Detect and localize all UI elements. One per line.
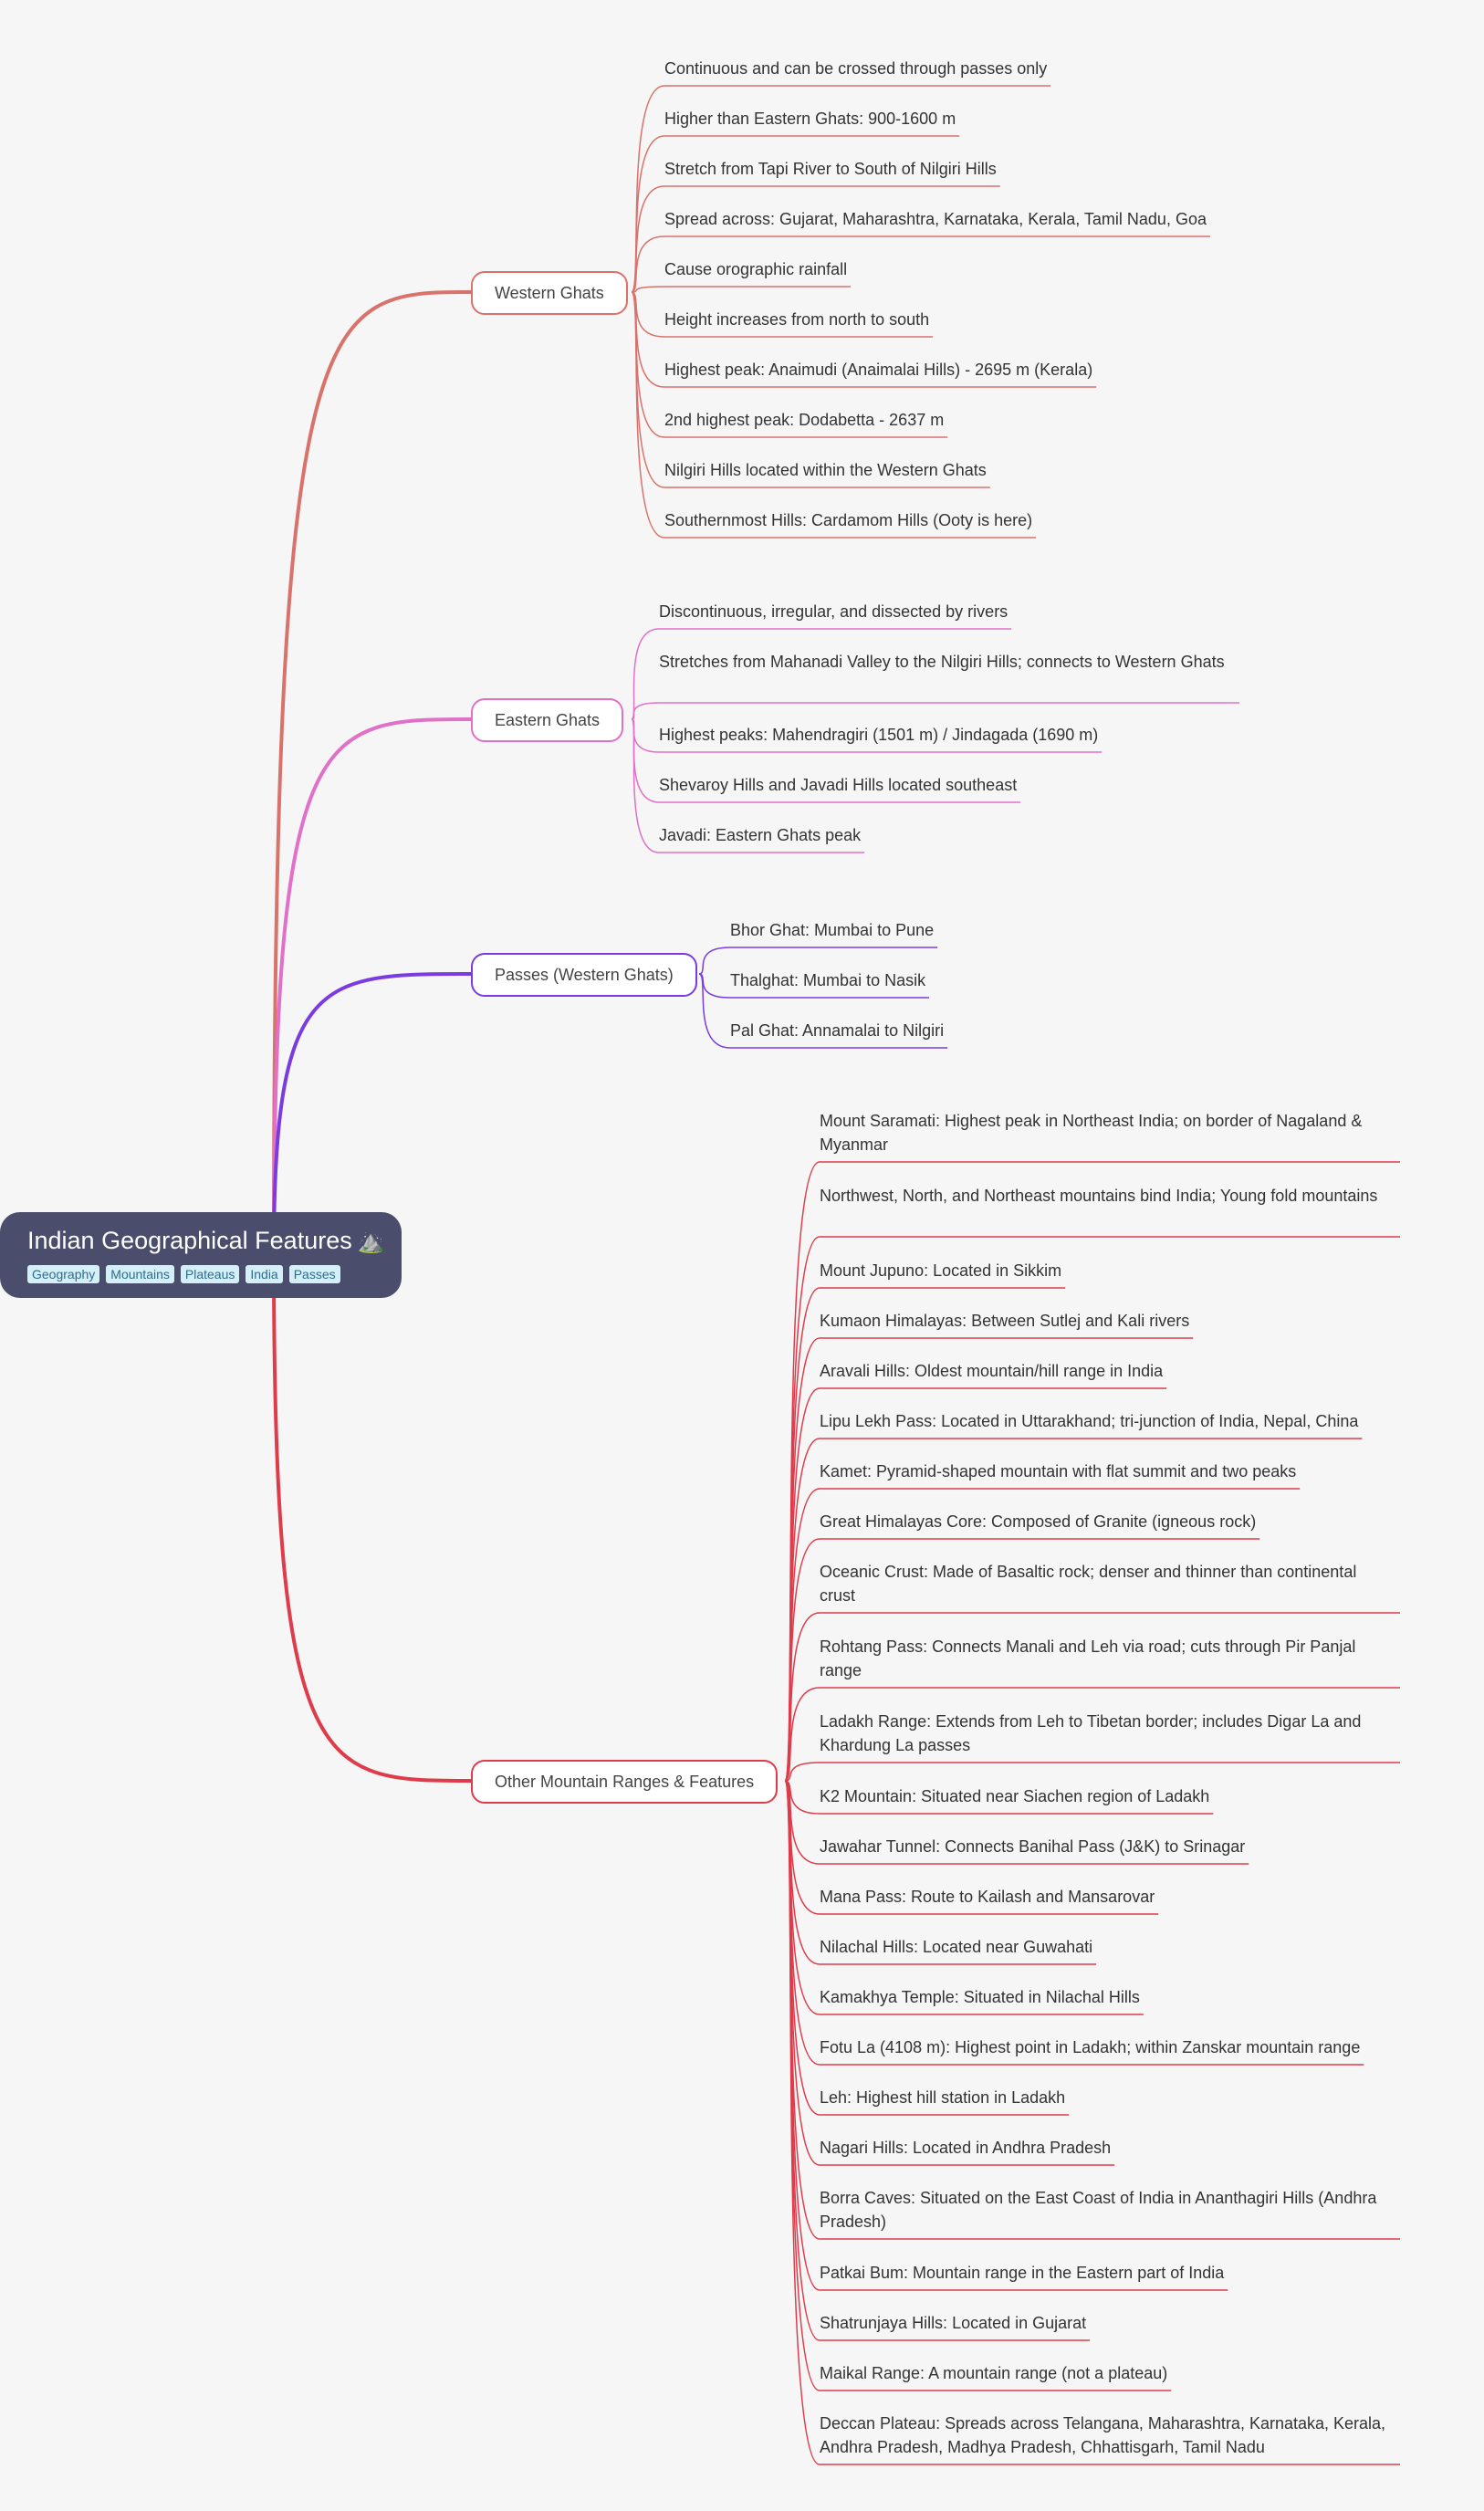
leaf-connector bbox=[698, 947, 731, 975]
branch-connector bbox=[272, 717, 472, 1256]
leaf-node[interactable]: Patkai Bum: Mountain range in the Easter… bbox=[820, 2264, 1225, 2282]
leaf-connector bbox=[631, 628, 660, 720]
leaf-node[interactable]: Thalghat: Mumbai to Nasik bbox=[730, 971, 926, 989]
leaf-node[interactable]: Continuous and can be crossed through pa… bbox=[664, 59, 1048, 78]
leaf-connector bbox=[784, 1762, 820, 1782]
leaf-node[interactable]: Kumaon Himalayas: Between Sutlej and Kal… bbox=[820, 1312, 1190, 1330]
leaf-connector bbox=[631, 718, 660, 853]
leaf-connector bbox=[631, 185, 665, 293]
branch-node-other-mountain-ranges-features[interactable]: Other Mountain Ranges & Features bbox=[471, 1760, 779, 1804]
leaf-node[interactable]: Kamakhya Temple: Situated in Nilachal Hi… bbox=[820, 1988, 1140, 2006]
leaf-node[interactable]: Borra Caves: Situated on the East Coast … bbox=[820, 2189, 1377, 2231]
branch-connector bbox=[272, 290, 472, 1256]
leaf-node[interactable]: Nilgiri Hills located within the Western… bbox=[664, 461, 987, 479]
leaf-node[interactable]: Bhor Ghat: Mumbai to Pune bbox=[730, 921, 935, 939]
leaf-node[interactable]: Stretch from Tapi River to South of Nilg… bbox=[664, 160, 997, 178]
branch-connector bbox=[272, 972, 472, 1256]
leaf-connector bbox=[784, 1612, 820, 1782]
tag-mountains[interactable]: Mountains bbox=[106, 1265, 174, 1283]
leaf-connector bbox=[631, 235, 665, 293]
leaf-node[interactable]: Jawahar Tunnel: Connects Banihal Pass (J… bbox=[820, 1837, 1246, 1856]
branch-connector bbox=[272, 1254, 472, 1783]
leaf-node[interactable]: Northwest, North, and Northeast mountain… bbox=[820, 1187, 1378, 1205]
leaf-connector bbox=[631, 718, 660, 753]
leaf-node[interactable]: Nilachal Hills: Located near Guwahati bbox=[820, 1938, 1093, 1956]
leaf-node[interactable]: Great Himalayas Core: Composed of Granit… bbox=[820, 1512, 1257, 1531]
branch-node-passes-western-ghats[interactable]: Passes (Western Ghats) bbox=[471, 953, 697, 997]
leaf-node[interactable]: K2 Mountain: Situated near Siachen regio… bbox=[820, 1787, 1210, 1805]
leaf-node[interactable]: Discontinuous, irregular, and dissected … bbox=[659, 602, 1008, 621]
leaf-node[interactable]: 2nd highest peak: Dodabetta - 2637 m bbox=[664, 411, 945, 429]
leaf-node[interactable]: Shatrunjaya Hills: Located in Gujarat bbox=[820, 2314, 1087, 2332]
leaf-node[interactable]: Mount Jupuno: Located in Sikkim bbox=[820, 1261, 1062, 1280]
leaf-node[interactable]: Mana Pass: Route to Kailash and Mansarov… bbox=[820, 1888, 1155, 1906]
leaf-node[interactable]: Ladakh Range: Extends from Leh to Tibeta… bbox=[820, 1712, 1362, 1754]
root-title: Indian Geographical Features bbox=[27, 1227, 352, 1254]
leaf-node[interactable]: Kamet: Pyramid-shaped mountain with flat… bbox=[820, 1462, 1297, 1480]
leaf-connector bbox=[784, 1780, 820, 2465]
leaf-node[interactable]: Lipu Lekh Pass: Located in Uttarakhand; … bbox=[820, 1412, 1359, 1430]
leaf-node[interactable]: Highest peak: Anaimudi (Anaimalai Hills)… bbox=[664, 361, 1093, 379]
tag-india[interactable]: India bbox=[246, 1265, 283, 1283]
root-node[interactable]: Indian Geographical Features⛰️ Geography… bbox=[0, 1212, 402, 1298]
leaf-node[interactable]: Nagari Hills: Located in Andhra Pradesh bbox=[820, 2139, 1112, 2157]
tag-passes[interactable]: Passes bbox=[288, 1265, 340, 1283]
leaf-node[interactable]: Deccan Plateau: Spreads across Telangana… bbox=[820, 2414, 1386, 2456]
leaf-node[interactable]: Spread across: Gujarat, Maharashtra, Kar… bbox=[664, 210, 1207, 228]
leaf-connector bbox=[698, 973, 731, 1049]
leaf-connector bbox=[784, 1687, 820, 1782]
leaf-node[interactable]: Southernmost Hills: Cardamom Hills (Ooty… bbox=[664, 511, 1033, 529]
leaf-node[interactable]: Leh: Highest hill station in Ladakh bbox=[820, 2088, 1066, 2107]
leaf-node[interactable]: Pal Ghat: Annamalai to Nilgiri bbox=[730, 1021, 945, 1040]
branch-node-eastern-ghats[interactable]: Eastern Ghats bbox=[471, 698, 624, 742]
tag-list: Geography Mountains Plateaus India Passe… bbox=[27, 1265, 374, 1283]
leaf-node[interactable]: Javadi: Eastern Ghats peak bbox=[659, 826, 862, 844]
leaf-node[interactable]: Higher than Eastern Ghats: 900-1600 m bbox=[664, 110, 956, 128]
tag-plateaus[interactable]: Plateaus bbox=[180, 1265, 240, 1283]
leaf-node[interactable]: Aravali Hills: Oldest mountain/hill rang… bbox=[820, 1362, 1164, 1380]
leaf-connector bbox=[631, 702, 660, 720]
leaf-node[interactable]: Oceanic Crust: Made of Basaltic rock; de… bbox=[820, 1563, 1357, 1605]
leaf-node[interactable]: Rohtang Pass: Connects Manali and Leh vi… bbox=[820, 1637, 1356, 1679]
leaf-node[interactable]: Cause orographic rainfall bbox=[664, 260, 848, 278]
leaf-connector bbox=[698, 973, 731, 999]
branch-node-western-ghats[interactable]: Western Ghats bbox=[471, 271, 628, 315]
leaf-connector bbox=[784, 1780, 820, 1815]
leaf-node[interactable]: Height increases from north to south bbox=[664, 310, 930, 329]
leaf-connector bbox=[631, 291, 665, 539]
leaf-node[interactable]: Maikal Range: A mountain range (not a pl… bbox=[820, 2364, 1168, 2382]
leaf-connector bbox=[631, 286, 665, 293]
leaf-node[interactable]: Stretches from Mahanadi Valley to the Ni… bbox=[659, 653, 1225, 671]
mountain-icon: ⛰️ bbox=[357, 1229, 385, 1254]
leaf-connector bbox=[631, 718, 660, 803]
tag-geography[interactable]: Geography bbox=[27, 1265, 100, 1283]
leaf-node[interactable]: Shevaroy Hills and Javadi Hills located … bbox=[659, 776, 1018, 794]
leaf-node[interactable]: Highest peaks: Mahendragiri (1501 m) / J… bbox=[659, 726, 1099, 744]
leaf-node[interactable]: Fotu La (4108 m): Highest point in Ladak… bbox=[820, 2038, 1361, 2056]
leaf-node[interactable]: Mount Saramati: Highest peak in Northeas… bbox=[820, 1112, 1363, 1154]
